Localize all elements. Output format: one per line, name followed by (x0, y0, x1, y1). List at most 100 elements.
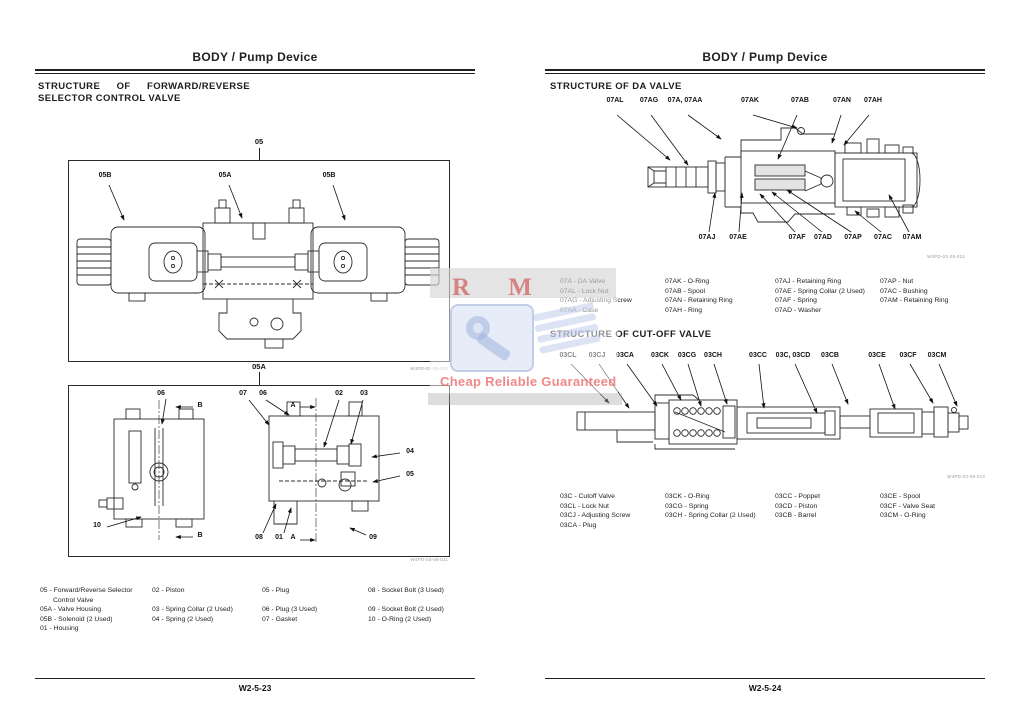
callout-03ce: 03CE (868, 352, 886, 359)
da-valve-section-drawing (616, 114, 921, 233)
cutoff-parts-column-3: 03CC - Poppet 03CD - Piston 03CB - Barre… (775, 492, 879, 521)
part-item: 07AF - Spring (775, 297, 817, 304)
section-title-line1: STRUCTURE OF FORWARD/REVERSE (38, 81, 250, 92)
callout-02: 02 (335, 390, 343, 397)
part-item: 03CD - Piston (775, 502, 818, 510)
da-parts-column-1: 07A - DA Valve 07AL - Lock Nut 07AG - Ad… (560, 277, 664, 315)
part-item: 07AE - Spring Collar (2 Used) (775, 287, 865, 295)
cutoff-drawing-code: W4PD-03-05-013 (947, 474, 985, 479)
cutoff-valve-section-title: STRUCTURE OF CUT-OFF VALVE (550, 329, 712, 340)
part-item: 04 - Spring (2 Used) (152, 615, 214, 623)
section-letter-b-bottom: B (197, 532, 203, 539)
da-valve-section-title: STRUCTURE OF DA VALVE (550, 81, 682, 92)
part-item: 07AA - Case (560, 306, 599, 314)
callout-03cm: 03CM (927, 352, 947, 359)
wrench-icon (466, 316, 511, 361)
part-item: 07AB - Spool (665, 287, 706, 295)
callout-07ap: 07AP (844, 234, 862, 241)
figure1-assembly-label: 05 (254, 137, 264, 146)
part-item: 03CL - Lock Nut (560, 502, 609, 510)
part-item: 03CK - O-Ring (665, 493, 710, 500)
da-parts-column-4: 07AP - Nut 07AC - Bushing 07AM - Retaini… (880, 277, 984, 306)
part-item: 03C - Cutoff Valve (560, 493, 615, 500)
callout-07ad: 07AD (814, 234, 832, 241)
header-rule-thick (545, 69, 985, 71)
part-item: 03 - Spring Collar (2 Used) (152, 606, 233, 613)
parts-column-3: 05 - Plug 06 - Plug (3 Used) 07 - Gasket (262, 586, 372, 624)
callout-03ch: 03CH (704, 352, 722, 359)
header-rule-thin (35, 73, 475, 74)
header-rule-thick (35, 69, 475, 71)
callout-07am: 07AM (902, 234, 922, 241)
callout-07a-07aa: 07A, 07AA (667, 97, 703, 104)
callout-07ah: 07AH (864, 97, 882, 104)
callout-05b-right: 05B (322, 172, 336, 179)
part-item: 03CM - O-Ring (880, 512, 926, 519)
figure1-drawing-code: W4PD-03-05-010 (410, 366, 448, 371)
da-parts-column-2: 07AK - O-Ring 07AB - Spool 07AN - Retain… (665, 277, 769, 315)
callout-06b: 06 (259, 390, 267, 397)
part-item: 02 - Piston (152, 587, 185, 594)
part-item: 07AP - Nut (880, 278, 914, 285)
part-item: 05 - Forward/Reverse Selector Control Va… (40, 587, 133, 604)
part-item: 07AL - Lock Nut (560, 287, 609, 295)
callout-08: 08 (255, 534, 263, 541)
part-item: 05A - Valve Housing (40, 606, 102, 613)
callout-03ck: 03CK (651, 352, 669, 359)
part-item: 07A - DA Valve (560, 278, 606, 285)
callout-01: 01 (275, 534, 283, 541)
callout-03cf: 03CF (899, 352, 917, 359)
callout-07af: 07AF (788, 234, 806, 241)
callout-07ac: 07AC (874, 234, 892, 241)
part-item: 03CF - Valve Seat (880, 502, 936, 510)
part-item: 08 - Socket Bolt (3 Used) (368, 587, 444, 594)
part-item: 07AM - Retaining Ring (880, 297, 949, 304)
figure1-selector-valve: 05B 05A 05B (68, 160, 450, 362)
part-item: 03CJ - Adjusting Screw (560, 512, 631, 519)
part-item: 07AH - Ring (665, 306, 703, 314)
callout-07ab: 07AB (791, 97, 809, 104)
section-title-line2: SELECTOR CONTROL VALVE (38, 93, 181, 104)
page-number: W2-5-23 (238, 683, 272, 693)
header-rule-thin (545, 73, 985, 74)
part-item: 03CC - Poppet (775, 493, 820, 500)
part-item: 05 - Plug (262, 587, 290, 594)
part-item: 07AK - O-Ring (665, 278, 710, 285)
part-item: 05B - Solenoid (2 Used) (40, 615, 113, 623)
callout-03cj: 03CJ (588, 352, 606, 359)
callout-03: 03 (360, 390, 368, 397)
callout-04: 04 (406, 448, 414, 455)
part-item: 07 - Gasket (262, 615, 298, 623)
part-item: 06 - Plug (3 Used) (262, 606, 318, 613)
footer-rule (545, 678, 985, 679)
callout-07ak: 07AK (741, 97, 759, 104)
callout-03c-03cd: 03C, 03CD (775, 352, 811, 359)
part-item: 07AN - Retaining Ring (665, 297, 733, 304)
part-item: 03CB - Barrel (775, 512, 817, 519)
part-item: 07AJ - Retaining Ring (775, 278, 842, 285)
callout-03cl: 03CL (559, 352, 577, 359)
section-letter-b-top: B (197, 402, 203, 409)
figure2-leader-line (259, 372, 260, 385)
cutoff-valve-section-drawing (570, 363, 969, 450)
callout-10: 10 (93, 522, 101, 529)
cutoff-parts-column-2: 03CK - O-Ring 03CG - Spring 03CH - Sprin… (665, 492, 769, 521)
callout-06: 06 (157, 390, 165, 397)
figure2-assembly-label: 05A (252, 362, 266, 371)
section-letter-a-bottom: A (290, 534, 296, 541)
part-item: 07AG - Adjusting Screw (560, 297, 632, 304)
callout-05b-left: 05B (98, 172, 112, 179)
callout-03cb: 03CB (821, 352, 839, 359)
part-item: 01 - Housing (40, 625, 79, 632)
figure2-drawing-code: W4PD-03-05-011 (410, 557, 448, 562)
parts-column-4: 08 - Socket Bolt (3 Used) 09 - Socket Bo… (368, 586, 478, 624)
callout-03cc: 03CC (749, 352, 767, 359)
parts-column-2: 02 - Piston 03 - Spring Collar (2 Used) … (152, 586, 262, 624)
parts-column-1: 05 - Forward/Reverse Selector Control Va… (40, 586, 150, 634)
part-item: 03CE - Spool (880, 493, 921, 500)
callout-03cg: 03CG (677, 352, 697, 359)
watermark-initials: R M (452, 274, 548, 301)
section-letter-a-top: A (290, 402, 296, 409)
callout-07an: 07AN (833, 97, 851, 104)
